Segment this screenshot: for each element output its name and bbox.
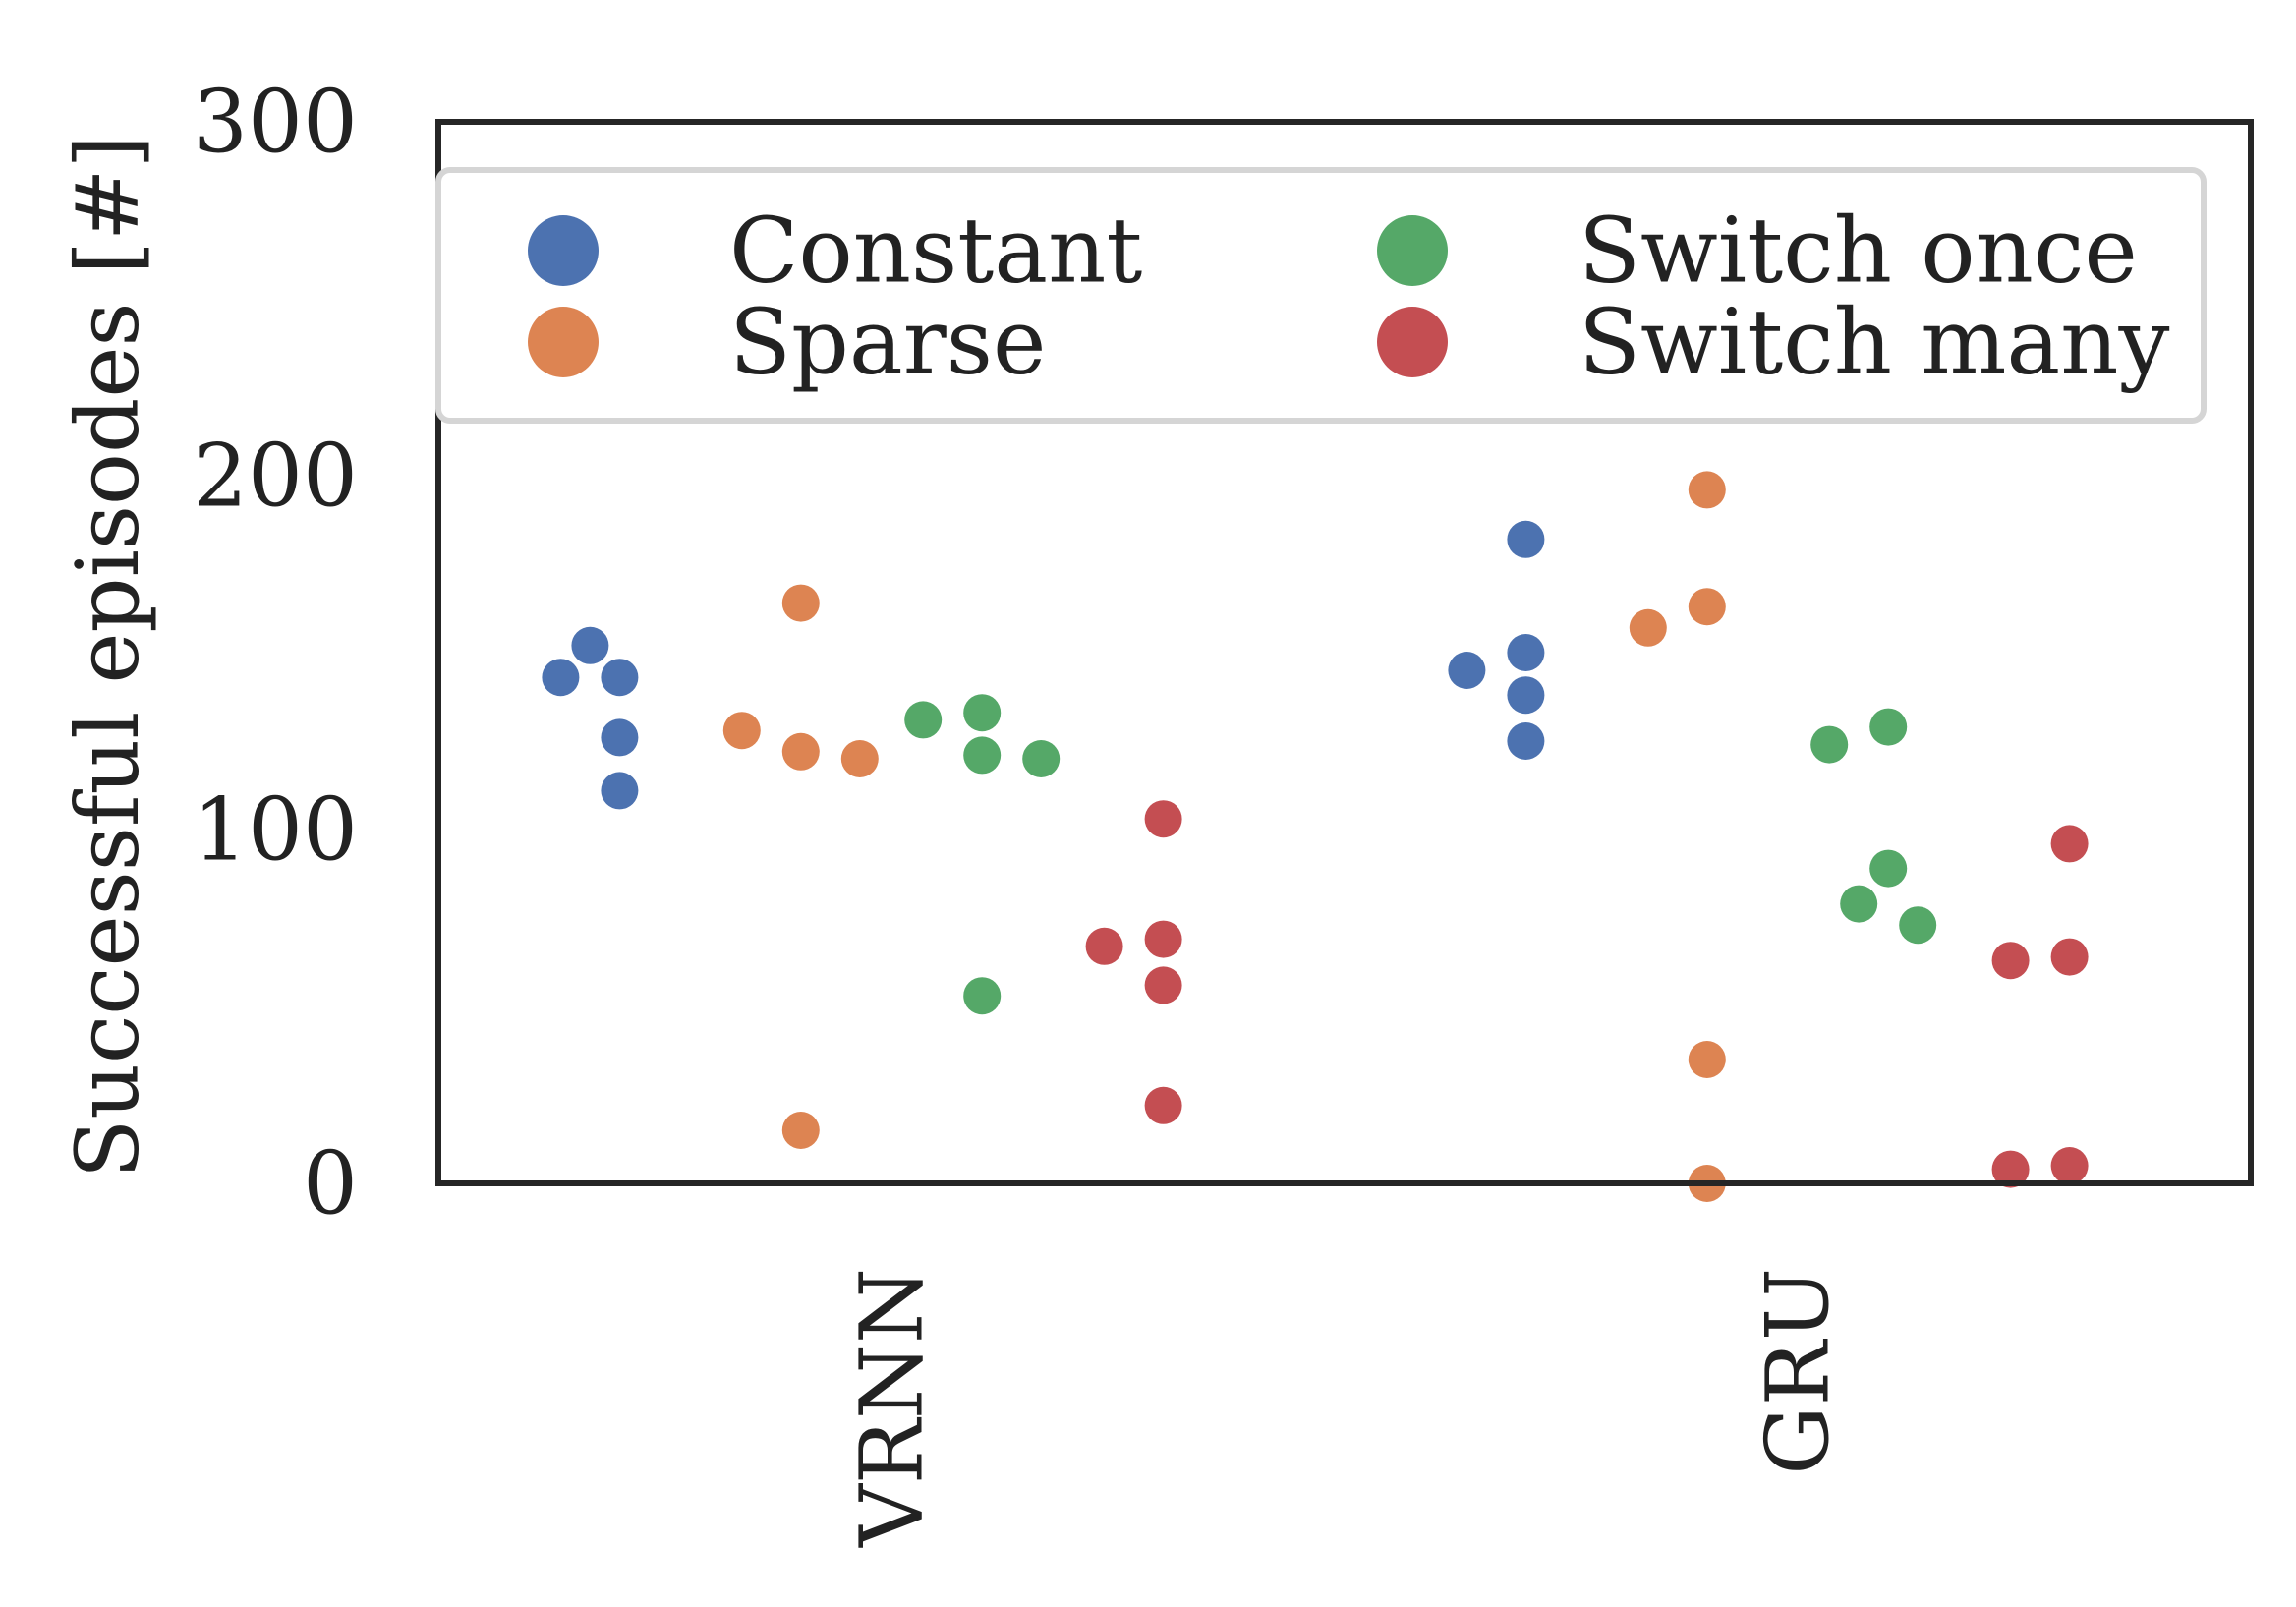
data-point [1144,920,1182,958]
data-point [1144,800,1182,838]
data-points [542,471,2089,1202]
data-point [1448,652,1486,689]
legend-marker [1377,215,1448,286]
data-point [781,584,820,622]
legend-label: Sparse [729,290,1046,395]
x-axis-ticks: VRNN GRU [841,1268,1849,1548]
data-point [1144,966,1182,1004]
data-point [1869,849,1908,888]
y-tick-label: 300 [193,72,358,173]
data-point [2050,825,2089,863]
data-point [1507,634,1545,671]
data-point [542,659,580,697]
data-point [2050,938,2089,976]
data-point [1869,708,1908,746]
data-point [781,1112,820,1149]
legend-label: Constant [729,199,1142,304]
data-point [1022,740,1061,777]
data-point [1991,942,2030,980]
data-point [1507,722,1545,760]
data-point [1507,520,1545,558]
data-point [601,718,639,757]
data-point [963,977,1002,1015]
data-point [963,694,1002,732]
plot-frame [435,119,2254,1186]
y-tick-label: 100 [193,779,358,881]
x-tick-label: GRU [1748,1268,1849,1475]
data-point [1144,1086,1182,1124]
data-point [963,736,1002,775]
legend-label: Switch once [1578,199,2138,304]
data-point [1810,725,1849,764]
data-point [1507,676,1545,715]
legend-marker [528,215,599,286]
data-point [722,712,761,750]
legend-box [435,167,2207,424]
legend-marker [1377,307,1448,377]
data-point [1688,1041,1726,1078]
legend-marker [528,307,599,377]
data-point [2050,1147,2089,1184]
data-point [1629,608,1667,647]
y-axis-ticks: 0 100 200 300 [193,72,358,1234]
data-point [904,701,943,739]
data-point [1688,471,1726,509]
y-tick-label: 200 [193,426,358,527]
data-point [840,740,879,777]
y-axis-label: Successful episodes [#] [57,135,158,1178]
data-point [1899,906,1937,945]
data-point [1840,885,1878,923]
data-point [781,732,820,771]
x-tick-label: VRNN [841,1268,943,1548]
data-point [1085,927,1123,965]
data-point [571,626,609,664]
data-point [601,659,639,697]
data-point [1991,1150,2030,1188]
data-point [1688,588,1726,626]
y-tick-label: 0 [303,1133,358,1234]
data-point [601,772,639,810]
legend-label: Switch many [1578,290,2170,395]
